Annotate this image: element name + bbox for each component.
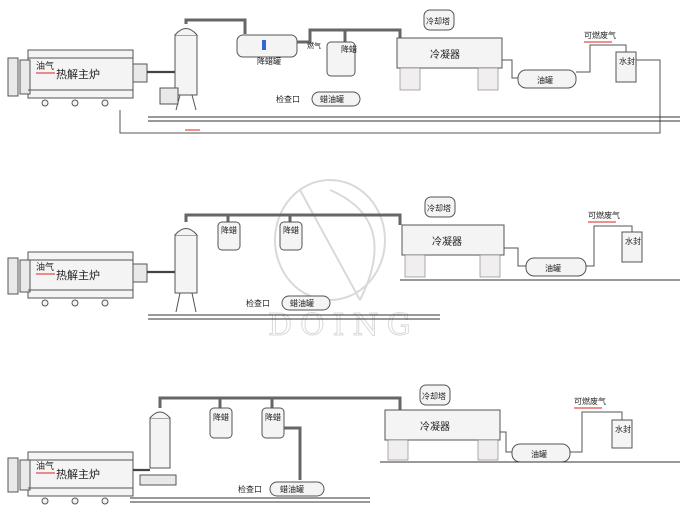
panel-3: 油气 热解主炉 降蜡 降蜡 蜡油罐 检查口 冷凝器: [7, 384, 680, 505]
main-furnace-3: 油气 热解主炉: [7, 451, 134, 505]
panel-2: 油气 热解主炉 降蜡 降蜡 蜡油罐 检查口 冷凝器: [7, 196, 680, 320]
condenser-1: 冷凝器: [396, 37, 503, 91]
wax-cooler-3b: 降蜡: [261, 407, 285, 439]
combustible-gas-label-3: 可燃废气: [574, 396, 606, 406]
oil-gas-label-2: 油气: [36, 261, 54, 273]
wax-label-3b: 降蜡: [265, 412, 281, 422]
wax-cooler-3a: 降蜡: [209, 407, 233, 439]
cooling-tower-3: 冷却塔: [419, 384, 451, 406]
condenser-3: 冷凝器: [384, 409, 501, 461]
gas-label-1: 燃气: [307, 41, 321, 50]
separator-2: [174, 228, 198, 313]
water-seal-2: 水封: [621, 231, 643, 263]
combustible-gas-label-2: 可燃废气: [588, 210, 620, 220]
wax-label-2a: 降蜡: [221, 225, 237, 235]
main-furnace-label-1: 热解主炉: [56, 67, 100, 81]
slag-tank-1: 蜡油罐 检查口: [276, 91, 361, 107]
oil-tank-2: 油罐: [525, 257, 587, 277]
inspection-label-1: 检查口: [276, 94, 300, 104]
oil-gas-label-3: 油气: [36, 460, 54, 472]
condenser-label-1: 冷凝器: [430, 48, 460, 61]
separator-3: [149, 411, 171, 469]
separator-1: [159, 28, 198, 111]
condenser-2: 冷凝器: [401, 224, 505, 278]
slag-tank-2: 蜡油罐 检查口: [246, 295, 331, 311]
oil-tank-label-3: 油罐: [531, 449, 547, 459]
wax-cooler-2a: 降蜡: [217, 221, 241, 251]
water-seal-1: 水封: [615, 51, 637, 83]
water-seal-3: 水封: [611, 419, 633, 449]
oil-tank-label-1: 油罐: [537, 75, 553, 85]
wax-tank-1: 降蜡 燃气: [307, 41, 357, 77]
water-seal-label-1: 水封: [619, 56, 635, 66]
slag-oil-label-2: 蜡油罐: [290, 298, 314, 308]
main-furnace-label-2: 热解主炉: [56, 268, 100, 282]
cooling-tower-label-3: 冷却塔: [422, 391, 446, 401]
condenser-label-3: 冷凝器: [420, 420, 450, 433]
cooling-tower-label-2: 冷却塔: [427, 203, 451, 213]
inspection-label-2: 检查口: [246, 298, 270, 308]
oil-tank-3: 油罐: [511, 443, 571, 463]
oil-tank-1: 油罐: [517, 69, 577, 89]
water-seal-label-3: 水封: [615, 424, 631, 434]
cooling-tower-label-1: 冷却塔: [426, 16, 450, 26]
inspection-label-3: 检查口: [238, 484, 262, 494]
panel-1: 油气 热解主炉 降蜡罐 降蜡 燃气 蜡油罐: [7, 9, 680, 134]
wax-label-2b: 降蜡: [283, 225, 299, 235]
combustible-gas-label-1: 可燃废气: [584, 30, 616, 40]
slag-tank-3: 蜡油罐 检查口: [238, 481, 325, 497]
wax-cooler-label-1: 降蜡罐: [257, 56, 281, 66]
wax-label-3a: 降蜡: [213, 412, 229, 422]
cooling-tower-2: 冷却塔: [424, 196, 456, 218]
cooling-tower-1: 冷却塔: [423, 9, 455, 31]
slag-oil-label-3: 蜡油罐: [280, 484, 304, 494]
watermark-text: DOING: [268, 308, 419, 343]
wax-cooler-1: 降蜡罐: [236, 34, 298, 66]
main-furnace-1: 油气 热解主炉: [7, 49, 148, 107]
water-seal-label-2: 水封: [625, 236, 641, 246]
main-furnace-2: 油气 热解主炉: [7, 251, 148, 307]
slag-oil-label-1: 蜡油罐: [320, 94, 344, 104]
main-furnace-label-3: 热解主炉: [56, 467, 100, 481]
wax-label-1: 降蜡: [341, 44, 357, 54]
watermark-logo: DOING: [268, 179, 419, 344]
oil-gas-label-1: 油气: [36, 60, 54, 72]
condenser-label-2: 冷凝器: [432, 235, 462, 248]
wax-cooler-2b: 降蜡: [279, 221, 303, 251]
oil-tank-label-2: 油罐: [545, 263, 561, 273]
